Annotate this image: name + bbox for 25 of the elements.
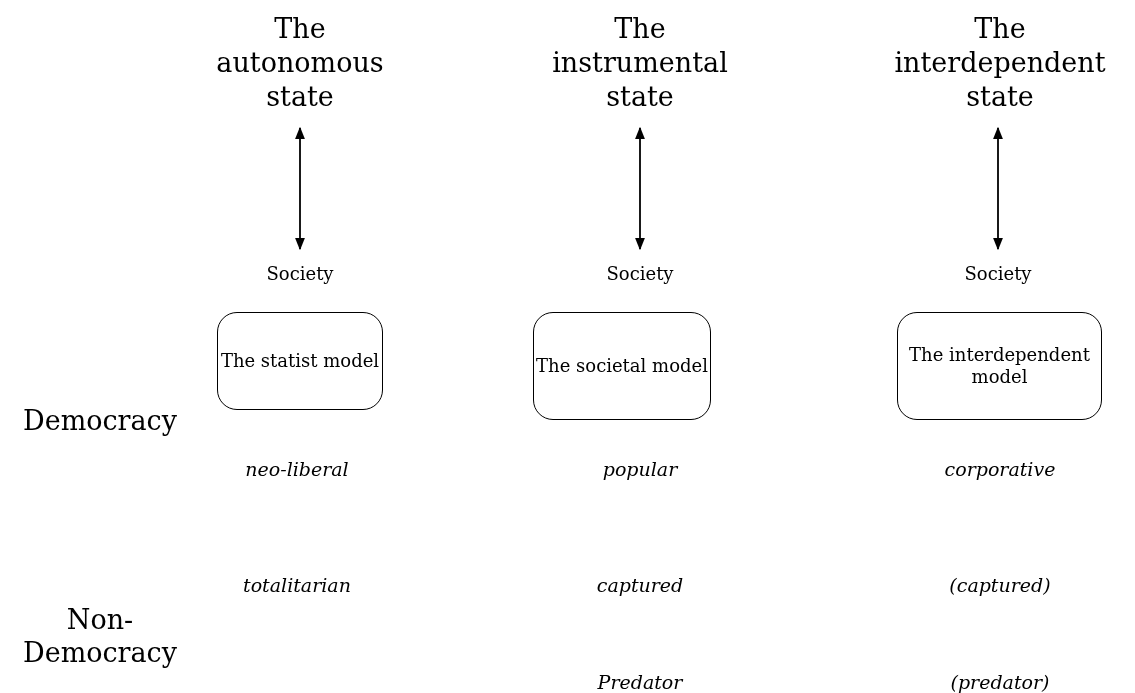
regime-type: neo-liberal xyxy=(244,457,350,481)
state-heading: The autonomous state xyxy=(200,12,400,114)
society-label: Society xyxy=(948,263,1048,285)
model-name: The statist model xyxy=(220,350,380,372)
row-heading: Democracy xyxy=(22,404,178,437)
regime-type: popular xyxy=(601,457,679,481)
state-heading: The instrumental state xyxy=(540,12,740,114)
row-heading: Non-Democracy xyxy=(22,603,178,669)
double-arrow xyxy=(634,126,646,251)
society-label: Society xyxy=(250,263,350,285)
double-arrow xyxy=(992,126,1004,251)
regime-type: captured xyxy=(595,573,685,597)
regime-type: Predator xyxy=(596,670,684,693)
regime-type: (predator) xyxy=(949,670,1051,693)
model-box xyxy=(897,312,1102,420)
model-box xyxy=(217,312,383,410)
double-arrow xyxy=(294,126,306,251)
regime-type: (captured) xyxy=(948,573,1052,597)
model-box xyxy=(533,312,711,420)
society-label: Society xyxy=(590,263,690,285)
model-name: The societal model xyxy=(536,355,708,377)
model-name: The interdependent model xyxy=(908,344,1091,388)
state-heading: The interdependent state xyxy=(885,12,1115,114)
regime-type: totalitarian xyxy=(242,573,352,597)
regime-type: corporative xyxy=(943,457,1057,481)
